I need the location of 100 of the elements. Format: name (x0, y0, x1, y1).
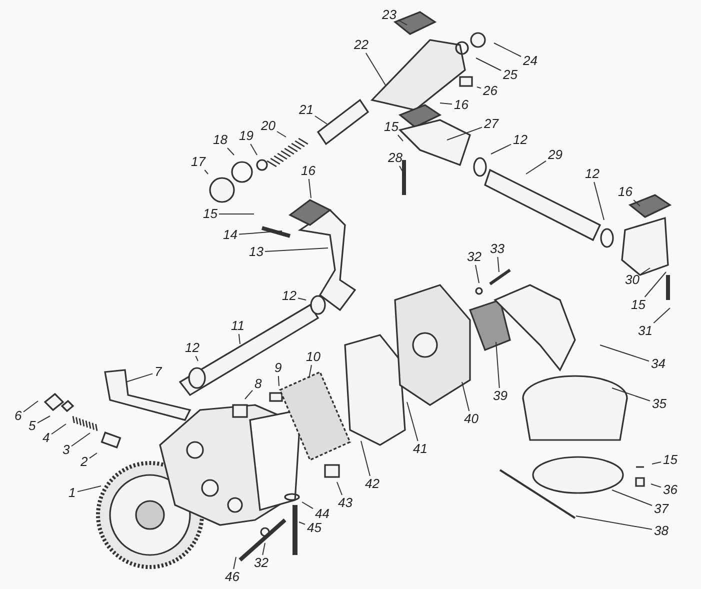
callout-number: 21 (298, 103, 314, 117)
leader-line (233, 556, 236, 570)
leader-line (37, 416, 50, 424)
callout-number: 4 (42, 431, 51, 445)
callout-number: 29 (547, 148, 564, 162)
leader-line (51, 424, 66, 435)
callout-number: 12 (584, 167, 600, 181)
leader-line (640, 268, 650, 274)
callout-number: 24 (522, 54, 538, 68)
leader-line (308, 178, 312, 198)
callout-number: 31 (637, 324, 654, 338)
callout-number: 17 (190, 155, 206, 169)
callout-number: 2 (80, 455, 89, 469)
callout-number: 25 (502, 68, 518, 82)
leader-line (262, 542, 266, 556)
callout-number: 18 (212, 133, 228, 147)
callout-number: 7 (154, 365, 163, 379)
leader-line (475, 264, 480, 284)
callout-number: 15 (202, 207, 218, 221)
leader-line (406, 402, 418, 442)
callout-number: 37 (653, 502, 670, 516)
leader-line (278, 376, 280, 386)
leader-line (360, 440, 370, 476)
leader-line (494, 42, 522, 57)
callout-number: 6 (14, 409, 23, 423)
leader-line (227, 148, 234, 156)
leader-line (576, 516, 652, 530)
callout-number: 26 (482, 84, 498, 98)
leader-line (250, 144, 258, 156)
callout-number: 43 (337, 496, 354, 510)
leader-line (276, 131, 286, 138)
leader-line (298, 298, 306, 300)
leader-line (399, 166, 404, 174)
leader-line (612, 388, 650, 402)
leader-line (476, 58, 502, 71)
callout-number: 10 (305, 350, 322, 364)
callout-number: 27 (483, 117, 500, 131)
callout-number: 16 (300, 164, 316, 178)
leader-line (462, 382, 470, 412)
callout-number: 13 (248, 245, 264, 259)
callout-number: 11 (230, 319, 246, 333)
callout-number: 1 (68, 486, 77, 500)
callout-number: 12 (281, 289, 298, 303)
leader-line (633, 200, 640, 206)
callout-number: 34 (650, 357, 666, 371)
callout-number: 33 (489, 242, 506, 256)
callout-number: 9 (274, 361, 283, 375)
callout-number: 20 (260, 119, 276, 133)
leader-line (308, 364, 312, 378)
callout-number: 12 (512, 133, 528, 147)
leader-line (302, 502, 314, 510)
leader-line (497, 256, 500, 272)
callout-number: 32 (253, 556, 270, 570)
callout-number: 15 (383, 120, 400, 134)
leader-line (653, 308, 670, 324)
callout-number: 36 (662, 483, 678, 497)
leader-line (195, 356, 198, 362)
callout-number: 16 (453, 98, 470, 112)
callout-number: 42 (364, 477, 380, 491)
leader-line (238, 334, 240, 344)
leader-line (298, 522, 306, 525)
leader-line (612, 490, 652, 506)
leader-line (476, 86, 482, 89)
callout-number: 40 (463, 412, 480, 426)
callout-number: 30 (624, 273, 640, 287)
callout-number: 38 (653, 524, 670, 538)
callout-number: 39 (492, 389, 508, 403)
leader-line (526, 160, 546, 174)
leader-line (244, 390, 253, 400)
callout-number: 28 (387, 151, 404, 165)
leader-line (89, 452, 98, 459)
leader-line (490, 144, 512, 154)
callout-number: 19 (238, 129, 254, 143)
callout-number: 15 (662, 453, 678, 467)
callout-number: 45 (306, 521, 322, 535)
leader-line (650, 484, 662, 488)
callout-number: 41 (412, 442, 428, 456)
leader-line (204, 170, 208, 174)
leader-line (594, 182, 604, 220)
callout-number: 35 (651, 397, 668, 411)
leader-line (314, 116, 328, 124)
callout-number: 22 (353, 38, 370, 52)
callout-number: 15 (630, 298, 646, 312)
leader-line (71, 432, 90, 447)
leader-line (446, 126, 482, 140)
callout-number: 5 (28, 419, 37, 433)
leader-line (397, 134, 404, 142)
callout-number: 32 (466, 250, 482, 264)
leader-line (336, 482, 342, 496)
leader-line (398, 20, 408, 26)
leader-line (652, 462, 662, 464)
leader-line (264, 248, 328, 252)
leader-line (126, 373, 153, 382)
callout-number: 16 (617, 185, 634, 199)
callout-number: 23 (381, 8, 398, 22)
callout-number: 8 (254, 377, 263, 391)
callout-number: 14 (222, 228, 238, 242)
callout-number: 44 (314, 507, 330, 521)
leader-line (600, 344, 650, 362)
leader-line (496, 342, 500, 388)
